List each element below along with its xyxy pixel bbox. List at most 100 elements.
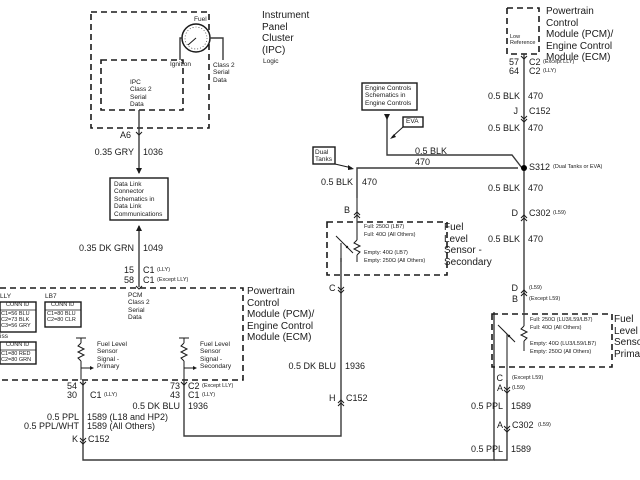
pcm-right-outline [506, 7, 540, 55]
eva-tag-outline [402, 116, 424, 128]
ipc-module-outline [90, 11, 210, 129]
dlc-box-outline [109, 177, 169, 221]
wire-1589-circuit-l18: 1589 (L18 and HP2) [87, 412, 169, 422]
pcm-conn-c1-lly2-note: (LLY) [202, 392, 216, 398]
sensor-secondary-title: Fuel Level Sensor - Secondary [444, 222, 492, 268]
connector-d2-note: (L59) [529, 285, 542, 291]
sensor-secondary-outline [326, 221, 448, 276]
engine-controls-box[interactable]: Engine Controls Schematics in Engine Con… [365, 85, 412, 107]
pcm-left-title: Powertrain Control Module (PCM)/ Engine … [247, 286, 315, 343]
wire-1589 [82, 312, 495, 461]
wire-470-dual-circuit: 470 [362, 177, 378, 187]
connector-d2-pin: D [511, 283, 519, 293]
engine-box-outline [361, 82, 418, 111]
connector-j-c152: C152 [529, 106, 551, 116]
sensor-primary-outline [491, 313, 613, 368]
dlc-box[interactable]: Data Link Connector Schematics in Data L… [114, 181, 163, 218]
sensor-primary-full2: Full: 40Ω (All Others) [530, 325, 582, 331]
pcm-right-conn-c2: C2 [529, 57, 541, 67]
pcm-right-conn-c2b: C2 [529, 66, 541, 76]
wire-1936-color-left: 0.5 DK BLU [132, 401, 180, 411]
wire-1936-color: 0.5 DK BLU [288, 361, 336, 371]
pcm-conn-c2-note: (Except LLY) [202, 383, 234, 389]
wire-1589-color: 0.5 PPL [46, 412, 79, 422]
eva-tag: EVA [406, 118, 419, 125]
connector-a-pin: A [496, 383, 503, 393]
pcm-right-title: Powertrain Control Module (PCM)/ Engine … [546, 6, 614, 63]
connector-a2-note: (L59) [538, 422, 551, 428]
fuel-gauge-label: Fuel [194, 16, 207, 23]
wire-1036-color: 0.35 GRY [94, 147, 134, 157]
conn-table-lb7-row: C1=80 BLU [47, 311, 76, 317]
conn-table-lly-row: C1=56 BLU [1, 311, 30, 317]
pcm-conn-c1-lly: C1 [90, 390, 102, 400]
pcm-conn-c1-lly2: C1 [188, 390, 200, 400]
wire-470-circuit-4: 470 [528, 234, 544, 244]
ipc-data-label: IPC Class 2 Serial Data [130, 79, 152, 109]
wire-470-eva [386, 114, 523, 169]
wire-470-color-2: 0.5 BLK [487, 123, 520, 133]
wire-1589-circuit-others: 1589 (All Others) [87, 421, 156, 431]
arrow-down-icon [136, 168, 142, 174]
wire-1049-circuit: 1049 [143, 243, 164, 253]
wire-1036-circuit: 1036 [143, 147, 164, 157]
conn-table-lb7-row: C2=80 CLR [47, 317, 76, 323]
connector-c-pin: C [329, 283, 336, 293]
connector-a2-pin: A [496, 420, 503, 430]
connector-d-note: (L59) [553, 210, 566, 216]
wire-1589-circuit-right2: 1589 [511, 444, 532, 454]
pcm-pin-73: 73 [169, 381, 180, 391]
wire-1936-circuit-left: 1936 [188, 401, 209, 411]
dual-tanks-tag: Dual Tanks [315, 149, 332, 164]
sensor-secondary-empty1: Empty: 40Ω (LB7) [364, 250, 408, 256]
connector-d-c302: C302 [529, 208, 551, 218]
pcm-conn-c1b-note: (Except LLY) [157, 277, 189, 283]
sensor-signal-secondary-label: Fuel Level Sensor Signal - Secondary [200, 341, 232, 371]
connector-a2-c302: C302 [512, 420, 534, 430]
sensor-signal-primary-label: Fuel Level Sensor Signal - Primary [97, 341, 127, 371]
resistor-primary-icon [76, 337, 94, 380]
splice-s312-dot [521, 165, 527, 171]
pcm-conn-c1: C1 [143, 265, 155, 275]
conn-table-lb7-outline [44, 301, 82, 328]
pcm-right-conn-c2b-note: (LLY) [543, 68, 557, 74]
conn-table-lly-outline [0, 301, 37, 333]
wire-1049-color: 0.35 DK GRN [78, 243, 134, 253]
pcm-conn-c1b: C1 [143, 275, 155, 285]
conn-table-other-row: C1=80 RED [1, 351, 31, 357]
sensor-secondary-empty2: Empty: 250Ω (All Others) [364, 258, 426, 264]
wire-470-circuit-1: 470 [528, 91, 544, 101]
conn-table-lly-row: C2=73 BLK [1, 317, 30, 323]
pcm-left-outline [0, 287, 244, 381]
conn-table-lly-header: CONN ID [6, 302, 30, 308]
pcm-pin-30: 30 [66, 390, 77, 400]
splice-s312-note: (Dual Tanks or EVA) [553, 164, 603, 170]
pcm-data-label: PCM Class 2 Serial Data [128, 292, 150, 322]
ipc-logic-outline [100, 59, 184, 111]
connector-symbols [79, 55, 528, 445]
wire-1589-color-right: 0.5 PPL [470, 401, 503, 411]
conn-table-lb7-label: LB7 [45, 293, 57, 300]
low-reference-label: Low Reference [510, 34, 536, 47]
pcm-pin-15: 15 [123, 265, 134, 275]
variable-resistor-primary-icon [497, 312, 529, 380]
wire-1936-circuit: 1936 [345, 361, 366, 371]
pcm-conn-c1-note: (LLY) [157, 267, 171, 273]
wire-1589-circuit-right: 1589 [511, 401, 532, 411]
splice-s312-label: S312 [529, 162, 551, 172]
ignition-label: Ignition [170, 61, 191, 68]
conn-table-other-outline [0, 341, 37, 365]
wire-470-color-3: 0.5 BLK [487, 183, 520, 193]
conn-table-lly-label: LLY [0, 293, 12, 300]
connector-c2-note: (Except L59) [512, 375, 544, 381]
pcm-conn-c1-lly-note: (LLY) [104, 392, 118, 398]
pcm-conn-c2: C2 [188, 381, 200, 391]
connector-h-c152: C152 [346, 393, 368, 403]
wire-1936 [183, 258, 342, 437]
connector-c2-pin: C [496, 373, 504, 383]
conn-table-lb7-header: CONN ID [51, 302, 75, 308]
wire-470-color-1: 0.5 BLK [487, 91, 520, 101]
connector-b2-note: (Except L59) [529, 296, 561, 302]
resistor-secondary-icon [179, 337, 197, 380]
wire-470-circuit-3: 470 [528, 183, 544, 193]
